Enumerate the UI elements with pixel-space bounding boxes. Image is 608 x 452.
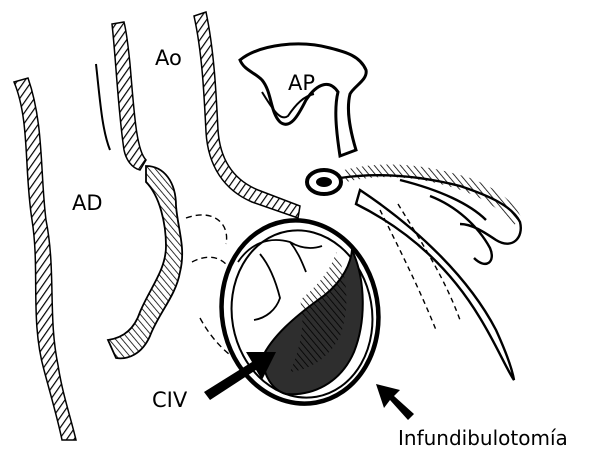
label-right-atrium: AD bbox=[72, 193, 103, 214]
infundibulotomy-arrow bbox=[376, 384, 414, 420]
coronary-artery-lumen bbox=[316, 177, 332, 187]
label-aorta: Ao bbox=[155, 48, 182, 69]
label-pulmonary-artery: AP bbox=[288, 73, 315, 94]
label-infundibulotomy: Infundibulotomía bbox=[398, 428, 568, 448]
coronary-branches-hatching bbox=[344, 164, 522, 226]
label-ventricular-septal-defect: CIV bbox=[152, 390, 187, 411]
right-atrium-outer-wall bbox=[14, 78, 76, 440]
aorta-left-outer-line bbox=[96, 64, 110, 150]
ventricular-free-wall bbox=[356, 190, 514, 380]
right-atrium-inner-wall bbox=[108, 166, 182, 358]
aorta-left-wall bbox=[112, 22, 146, 170]
